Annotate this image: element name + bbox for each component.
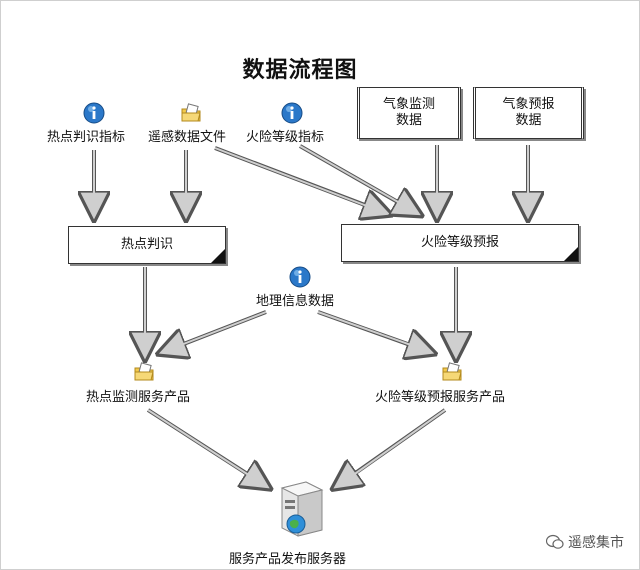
diagram-title: 数据流程图: [242, 58, 358, 83]
fire-forecast-process: 火险等级预报: [341, 224, 579, 262]
server-label: 服务产品发布服务器: [229, 552, 347, 567]
rs-data-file-label: 遥感数据文件: [148, 130, 227, 145]
fire-forecast-label: 火险等级预报: [420, 234, 499, 250]
server-icon: [280, 481, 324, 537]
folder-file-icon: [134, 362, 154, 381]
fire-product-label: 火险等级预报服务产品: [375, 390, 506, 405]
info-icon: [289, 266, 311, 288]
fire-index-label: 火险等级指标: [246, 130, 325, 145]
hotspot-index-label: 热点判识指标: [47, 130, 126, 145]
hotspot-identify-process: 热点判识: [68, 226, 226, 264]
weather-monitor-store: 气象监测 数据: [357, 87, 461, 139]
folder-file-icon: [442, 362, 462, 381]
wechat-icon: [546, 534, 564, 549]
geo-data-label: 地理信息数据: [256, 294, 335, 309]
hotspot-product-label: 热点监测服务产品: [86, 390, 191, 405]
watermark-text: 遥感集市: [568, 535, 624, 551]
process-corner-marker: [211, 249, 225, 263]
info-icon: [281, 102, 303, 124]
info-icon: [83, 102, 105, 124]
hotspot-identify-label: 热点判识: [120, 236, 173, 252]
process-corner-marker: [564, 247, 578, 261]
folder-file-icon: [181, 103, 201, 122]
weather-forecast-store: 气象预报 数据: [473, 87, 584, 139]
watermark: 遥感集市: [546, 532, 624, 552]
